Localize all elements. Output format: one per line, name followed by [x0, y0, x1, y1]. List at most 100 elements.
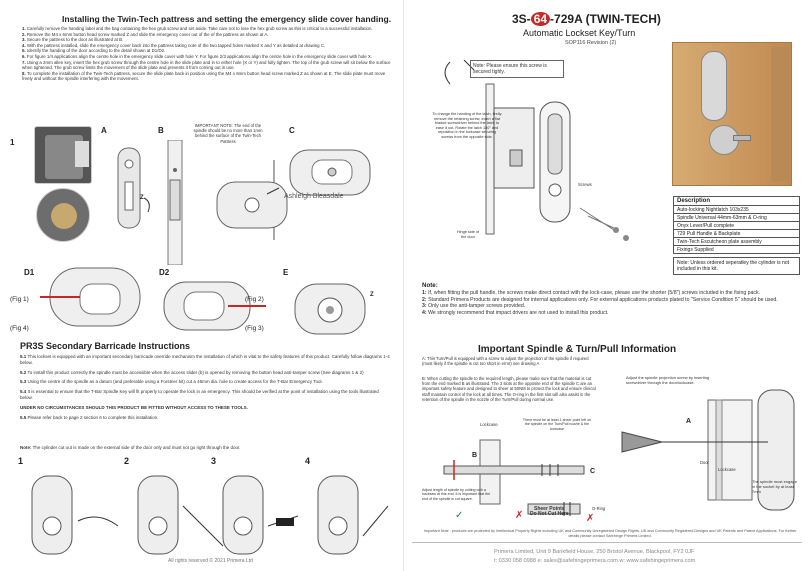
lockcase-label: Lockcase [718, 467, 736, 472]
item-text: It is essential to ensure that the T-Bar… [20, 389, 379, 400]
hinge-side-label: Hinge side of the door [456, 230, 480, 239]
model-prefix: 3S- [512, 12, 531, 26]
diagram-b-detail [207, 178, 297, 234]
pattress-photo [34, 126, 92, 184]
steps-item: 1. Carefully remove the handing label an… [22, 26, 392, 32]
company-address: Primera Limited, Unit 9 Bankfield House,… [494, 549, 695, 555]
item-text: Remove the M4 x 6mm button head screw ma… [26, 31, 269, 37]
steps-item: 3. Secure the pattress to the door as il… [22, 37, 392, 43]
item-text: Only use the anti-tamper screws provided… [428, 303, 526, 310]
do-not-cut-text: Do Not Cut Here [530, 511, 569, 518]
fig-label-d1: D1 [24, 268, 35, 277]
item-number: 1. [22, 26, 27, 31]
important-note: IMPORTANT NOTE: The end of the spindle s… [193, 123, 263, 144]
diagram-d2 [158, 268, 268, 334]
note-label: Note: [20, 445, 32, 450]
item-text: Carefully remove the handing label and t… [26, 26, 373, 31]
item-text: Please refer back to page 2 section 6 to… [27, 414, 159, 420]
fig-label-d2: D2 [159, 268, 170, 277]
diag-num-4: 4 [305, 456, 311, 466]
item-text: Identify the handing of the door accordi… [26, 48, 166, 54]
item-text: To install this product correctly the sp… [27, 369, 364, 375]
item-number: 3: [422, 303, 429, 310]
item-number: 5.4 [20, 389, 28, 395]
item-text: This lockset is equipped with an importa… [20, 354, 390, 365]
barricade-item: 5.5 Please refer back to page 2 section … [20, 415, 392, 421]
spindle-title: Important Spindle & Turn/Pull Informatio… [478, 344, 677, 355]
item-text: UNDER NO CIRCUMSTANCES SHOULD THIS PRODU… [20, 404, 248, 410]
product-subtitle: Automatic Lockset Key/Turn [523, 28, 636, 38]
fig-label-b: B [158, 126, 164, 135]
barricade-item: 5.1 This lockset is equipped with an imp… [20, 354, 392, 366]
steps-item: 2. Remove the M4 x 6mm button head screw… [22, 32, 392, 38]
item-number: 6. [22, 53, 27, 59]
notes-item: 4: We strongly recommend that impact dri… [422, 310, 798, 317]
legal-note: Important Note : products are protected … [423, 529, 797, 538]
spindle-info-a: A: This Turn/Pull is equipped with a scr… [422, 356, 589, 367]
fig-label-1: 1 [10, 138, 15, 147]
notes-title: Note: [422, 282, 438, 289]
item-number: 8. [22, 70, 27, 76]
table-row: Twin-Tech Escutcheon plate assembly [673, 237, 800, 246]
copyright: All rights reserved © 2021 Primera Ltd [168, 558, 253, 564]
item-number: 5.2 [20, 369, 28, 375]
diagram-b [160, 139, 190, 266]
lockset-assembly-diagram [420, 40, 650, 255]
letter-c: C [590, 468, 596, 475]
spindle-info-b: B: When cutting the spindle to the requi… [422, 376, 596, 402]
steps-item: 6. For figure 1/4 applications align the… [22, 54, 392, 60]
fig-label-e: E [283, 268, 289, 277]
item-text: For figure 1/4 applications align the ce… [26, 53, 373, 59]
turn-pull-diagram [608, 380, 800, 520]
tick-icon: ✓ [455, 510, 464, 521]
fig-label-a: A [101, 126, 107, 135]
table-row: Auto-locking Nightlatch 103x235 [673, 205, 800, 214]
fig-tag-3: (Fig 3) [245, 325, 264, 332]
handing-instructions: To change the handing of the latch, firs… [432, 112, 502, 139]
item-number: 5. [22, 48, 27, 54]
letter-a: A [686, 418, 692, 425]
oring-label: O-Ring [592, 506, 606, 511]
item-number: 4. [22, 42, 27, 48]
steps-item: 8. To complete the installation of the T… [22, 71, 392, 82]
item-number: 5.3 [20, 379, 28, 385]
table-row: 729 Pull Handle & Backplate [673, 229, 800, 238]
item-text: To complete the installation of the Twin… [22, 70, 386, 82]
page-fold [403, 0, 404, 571]
diagram-c [272, 140, 382, 240]
item-number: 2: [422, 296, 429, 303]
diag-num-2: 2 [124, 456, 130, 466]
diag-num-3: 3 [211, 456, 217, 466]
item-text: We strongly recommend that impact driver… [428, 309, 609, 316]
letter-b: B [472, 452, 478, 459]
cylinder-note: Note: The cylinder cut out is made on th… [20, 445, 392, 451]
barricade-item: UNDER NO CIRCUMSTANCES SHOULD THIS PRODU… [20, 405, 392, 411]
barricade-title: PR3S Secondary Barricade Instructions [20, 341, 191, 351]
model-suffix: -729A (TWIN-TECH) [550, 12, 661, 26]
label-z1: Z [140, 195, 144, 201]
diagram-e [285, 280, 385, 340]
diag-num-1: 1 [18, 456, 24, 466]
item-number: 2. [22, 31, 27, 37]
item-number: 5.5 [20, 414, 28, 420]
sheer-points-label: Sheer Points Do Not Cut Here [530, 506, 569, 518]
barricade-diagrams: 1 2 3 4 [18, 456, 398, 556]
item-number: 7. [22, 59, 27, 65]
company-contacts: t: 0330 058 0988 e: sales@safehingeprime… [494, 558, 696, 564]
table-row: Spindle Universal 44mm-63mm & O-ring [673, 213, 800, 222]
fig-label-c: C [289, 126, 295, 135]
sheer-points-text: Sheer Points [534, 506, 565, 512]
barricade-text: 5.1 This lockset is equipped with an imp… [20, 354, 392, 420]
adjust-projection-note: Adjust the spindle projection screw by i… [626, 375, 710, 385]
barricade-item: 5.3 Using the centre of the spindle as a… [20, 379, 392, 385]
note-text: The cylinder cut out is made on the exte… [32, 445, 241, 450]
spindle-diagram [424, 420, 604, 530]
screws-label: Screws [578, 182, 592, 187]
slide-cover-photo [36, 188, 90, 242]
spindle-engage-note: The spindle must engage in the socket by… [752, 479, 797, 494]
install-steps: 1. Carefully remove the handing label an… [22, 26, 392, 82]
table-header: Description [673, 196, 800, 206]
notes-item: 1: If, when fitting the pull handle, the… [422, 290, 798, 297]
fig-tag-4: (Fig 4) [10, 325, 29, 332]
